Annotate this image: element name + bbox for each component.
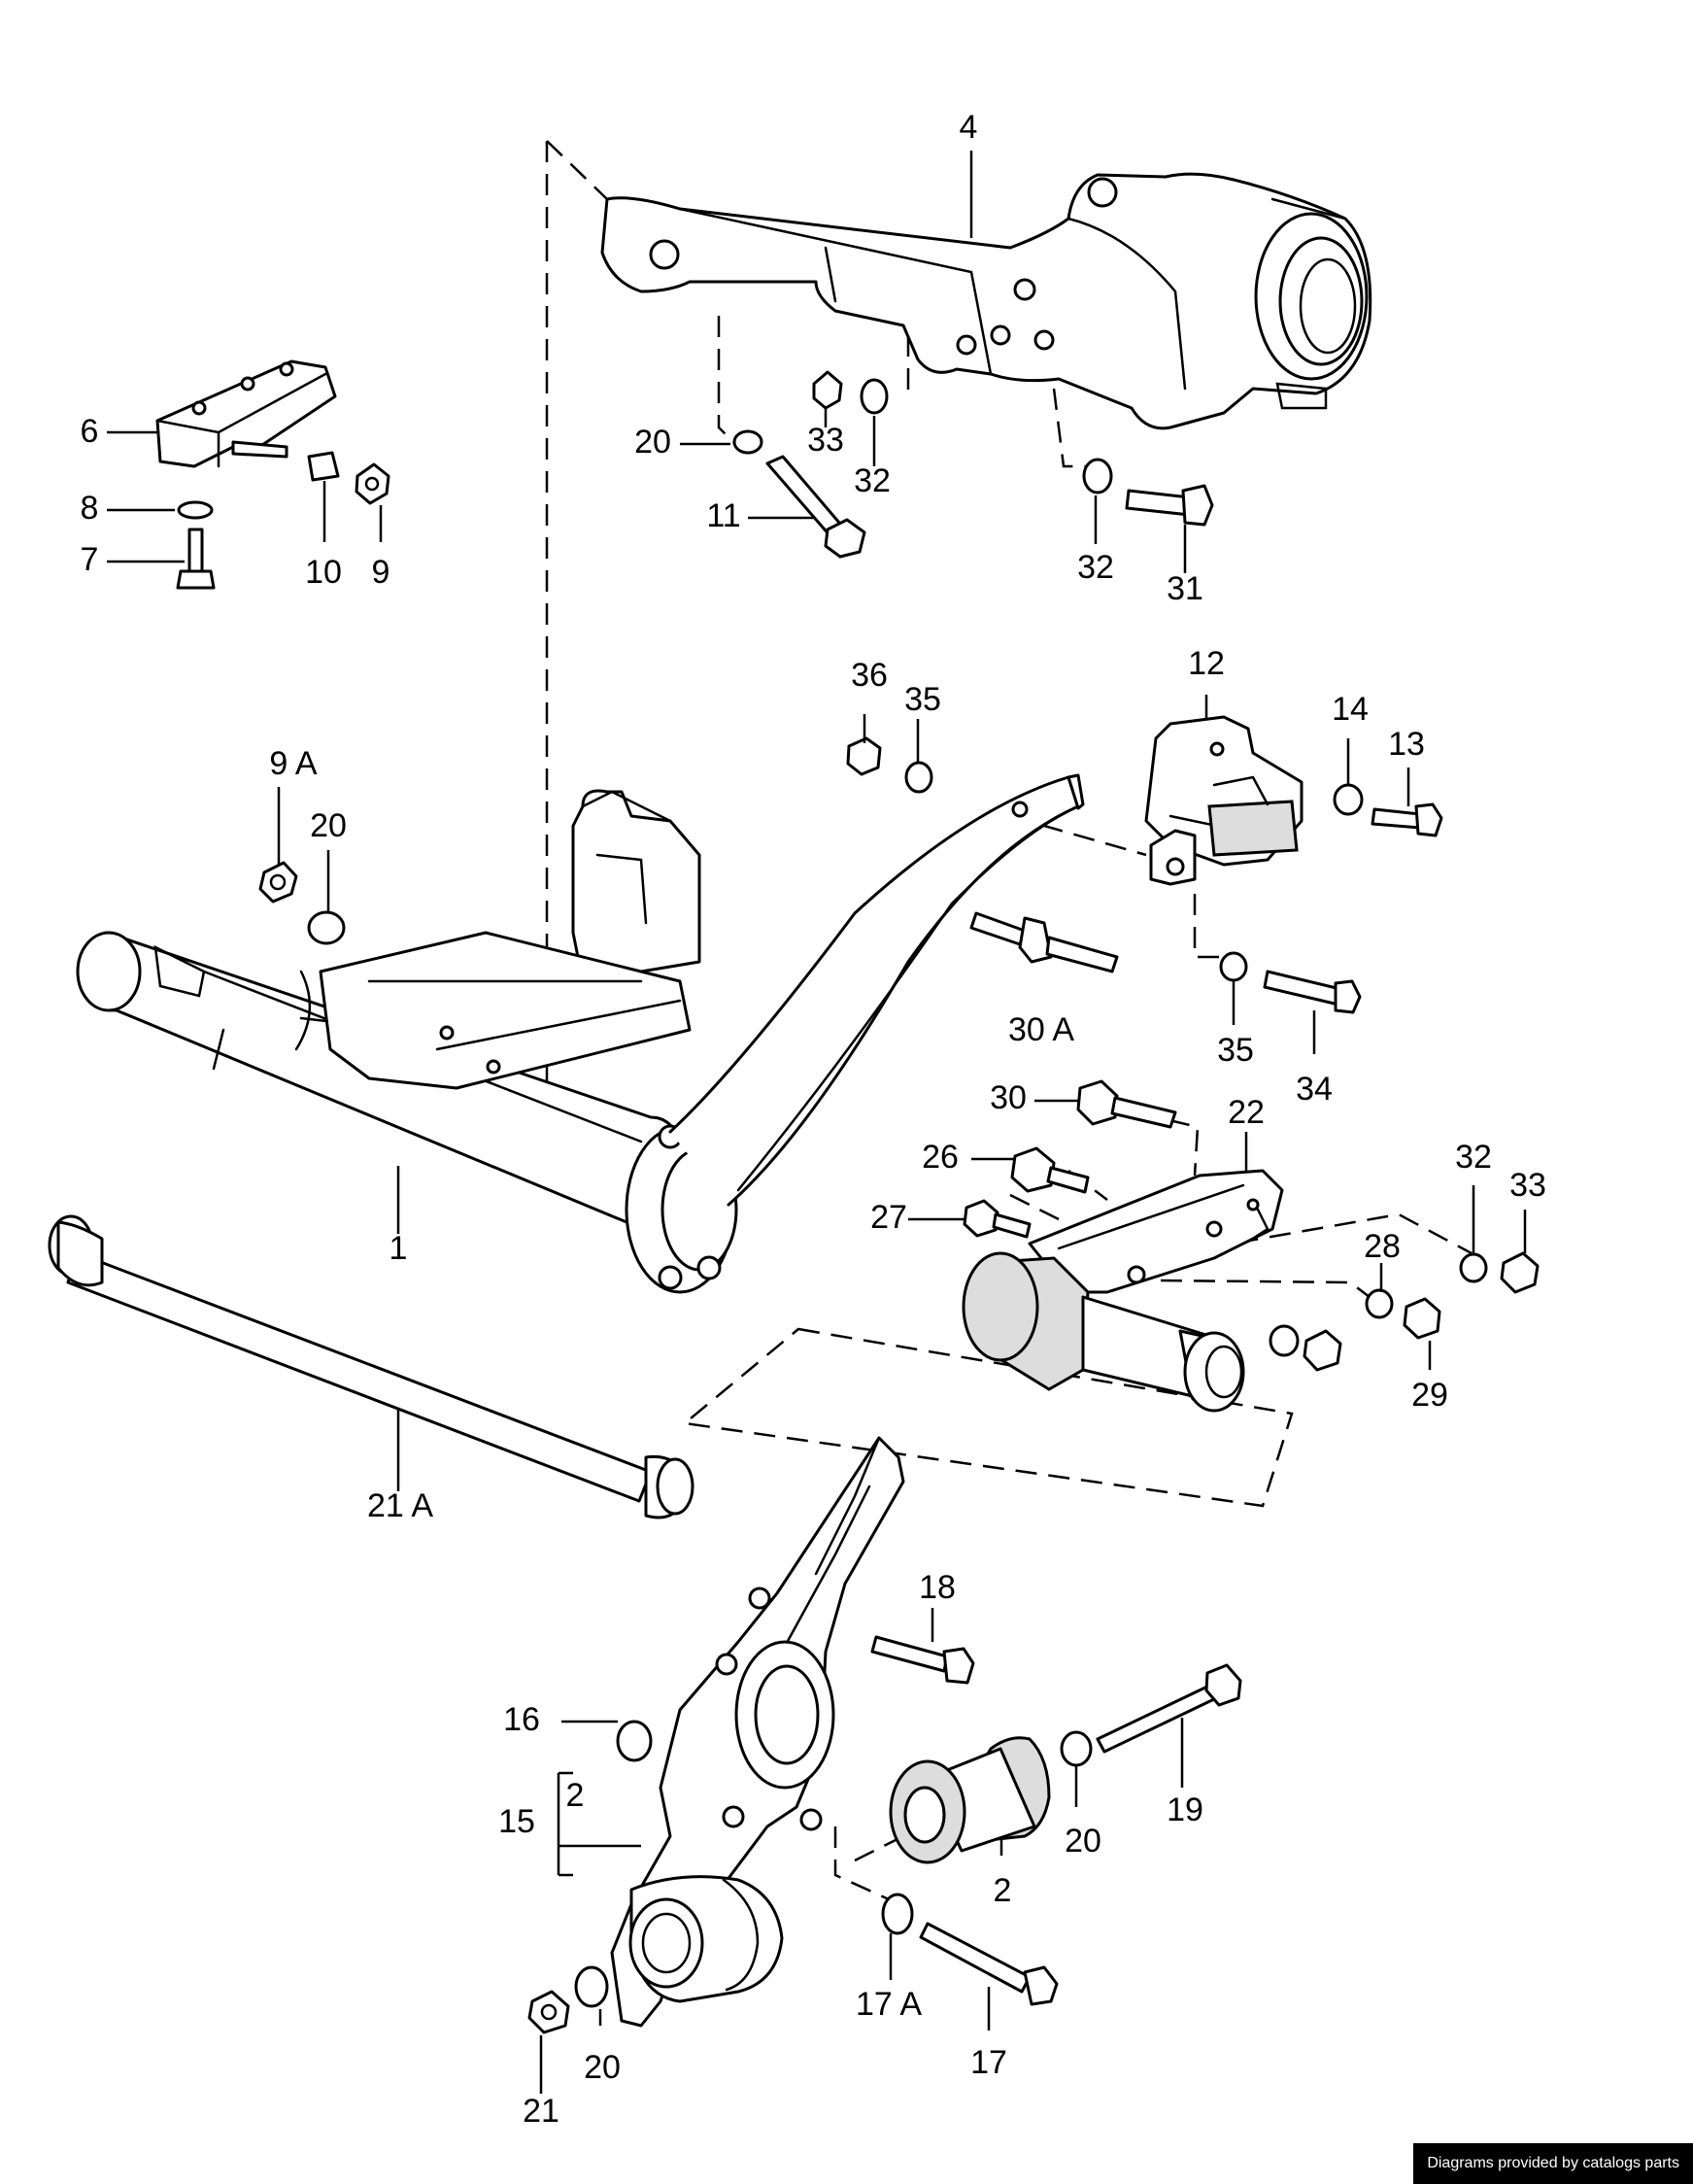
label-12: 12	[1188, 645, 1225, 682]
part-30-bolt	[1076, 1079, 1119, 1126]
part-26-bolt	[1010, 1146, 1056, 1193]
label-34: 34	[1296, 1071, 1333, 1108]
label-20-bottom: 20	[584, 2049, 621, 2086]
part-19-bolt	[1096, 1684, 1218, 1754]
hardware-bottom	[527, 1635, 1242, 2034]
label-22: 22	[1228, 1094, 1265, 1131]
label-20-right: 20	[1065, 1823, 1101, 1860]
part-8-washer	[177, 500, 214, 520]
part-33-nut-top	[812, 370, 843, 410]
part-20-washer-right	[1060, 1730, 1093, 1767]
label-2: 2	[994, 1872, 1012, 1909]
part-20-washer-left	[307, 910, 346, 945]
label-21: 21	[523, 2093, 559, 2130]
hardware-near-rubber-mount	[846, 736, 1443, 1014]
label-8: 8	[81, 490, 99, 527]
part-1-axle-beam	[76, 773, 1085, 1294]
part-2-bushing	[889, 1736, 1051, 1864]
part-12-rubber-mount	[1144, 715, 1304, 886]
label-36: 36	[851, 657, 888, 694]
part-20-washer-bottom	[574, 1965, 609, 2008]
part-36-nut	[846, 736, 882, 776]
label-35-top: 35	[904, 681, 941, 718]
part-32-washer-top	[860, 378, 889, 415]
label-15: 15	[498, 1803, 535, 1840]
part-6-mount	[155, 359, 337, 468]
part-14-washer	[1333, 783, 1364, 816]
part-31-bolt	[1125, 489, 1192, 517]
part-16-washer	[616, 1720, 653, 1762]
part-35-washer-top	[904, 761, 933, 794]
part-34-bolt	[1263, 970, 1342, 1007]
label-26: 26	[922, 1139, 959, 1176]
part-17-bolt	[919, 1922, 1032, 1994]
hardware-left-middle	[258, 861, 346, 945]
label-7: 7	[81, 541, 99, 578]
label-6: 6	[81, 413, 99, 450]
part-15-trailing-arm	[610, 1436, 905, 2028]
part-9A-nut	[258, 861, 298, 904]
hardware-near-bracket	[963, 1079, 1540, 1372]
part-13-bolt	[1371, 807, 1422, 830]
label-17A: 17 A	[856, 1986, 922, 2023]
label-27: 27	[870, 1199, 907, 1236]
label-11: 11	[706, 497, 740, 534]
part-7-bolt	[187, 528, 204, 575]
label-13: 13	[1388, 726, 1425, 763]
part-32-washer-mid	[1082, 458, 1113, 495]
label-31: 31	[1167, 570, 1203, 607]
part-30A-stud	[969, 911, 1119, 973]
label-9A: 9 A	[269, 745, 317, 782]
part-29-nut	[1403, 1297, 1441, 1340]
label-29: 29	[1411, 1377, 1448, 1414]
label-32-mid: 32	[1077, 549, 1114, 586]
label-1: 1	[389, 1230, 408, 1267]
part-20-washer-top	[732, 429, 763, 455]
part-33-nut-right	[1500, 1251, 1540, 1294]
part-21A-torsion-bar	[48, 1214, 694, 1519]
label-20-left: 20	[310, 807, 347, 844]
label-21A: 21 A	[367, 1487, 433, 1524]
part-18-bolt	[870, 1635, 949, 1673]
part-10-clip	[307, 451, 340, 482]
label-19: 19	[1167, 1792, 1203, 1828]
part-11-bolt	[765, 455, 847, 538]
leader-lines	[107, 151, 1527, 2094]
label-20-top: 20	[634, 424, 671, 461]
label-30: 30	[990, 1079, 1027, 1116]
part-35-washer-bottom	[1219, 951, 1248, 982]
label-16: 16	[503, 1701, 540, 1738]
part-21-nut	[527, 1990, 570, 2034]
hardware-under-housing	[732, 370, 1214, 559]
part-9-nut	[355, 462, 390, 505]
label-32-top: 32	[854, 462, 891, 499]
label-10: 10	[305, 554, 342, 591]
hardware-near-mount	[176, 451, 390, 590]
part-22-bracket-bushing	[962, 1169, 1284, 1413]
label-28: 28	[1364, 1228, 1401, 1265]
part-17A-washer	[881, 1893, 914, 1935]
credit-badge: Diagrams provided by catalogs parts	[1413, 2143, 1693, 2184]
label-15-sub-2: 2	[566, 1777, 585, 1814]
label-18: 18	[919, 1569, 956, 1606]
label-14: 14	[1332, 691, 1369, 728]
label-33-top: 33	[807, 422, 844, 459]
part-28-washer	[1365, 1288, 1394, 1319]
part-32-washer-right	[1459, 1252, 1488, 1283]
part-4-housing	[600, 172, 1372, 430]
label-33-right: 33	[1509, 1167, 1546, 1204]
label-35-bottom: 35	[1217, 1032, 1254, 1069]
label-17: 17	[970, 2044, 1007, 2081]
label-9: 9	[372, 554, 390, 591]
part-27-bolt	[963, 1199, 999, 1238]
callout-labels: 4 6 8 7 10 9 20 33 32 11 32 31 36 35 12 …	[81, 109, 1546, 2130]
label-30A: 30 A	[1008, 1011, 1074, 1048]
label-4: 4	[960, 109, 978, 146]
label-32-right: 32	[1455, 1139, 1492, 1176]
